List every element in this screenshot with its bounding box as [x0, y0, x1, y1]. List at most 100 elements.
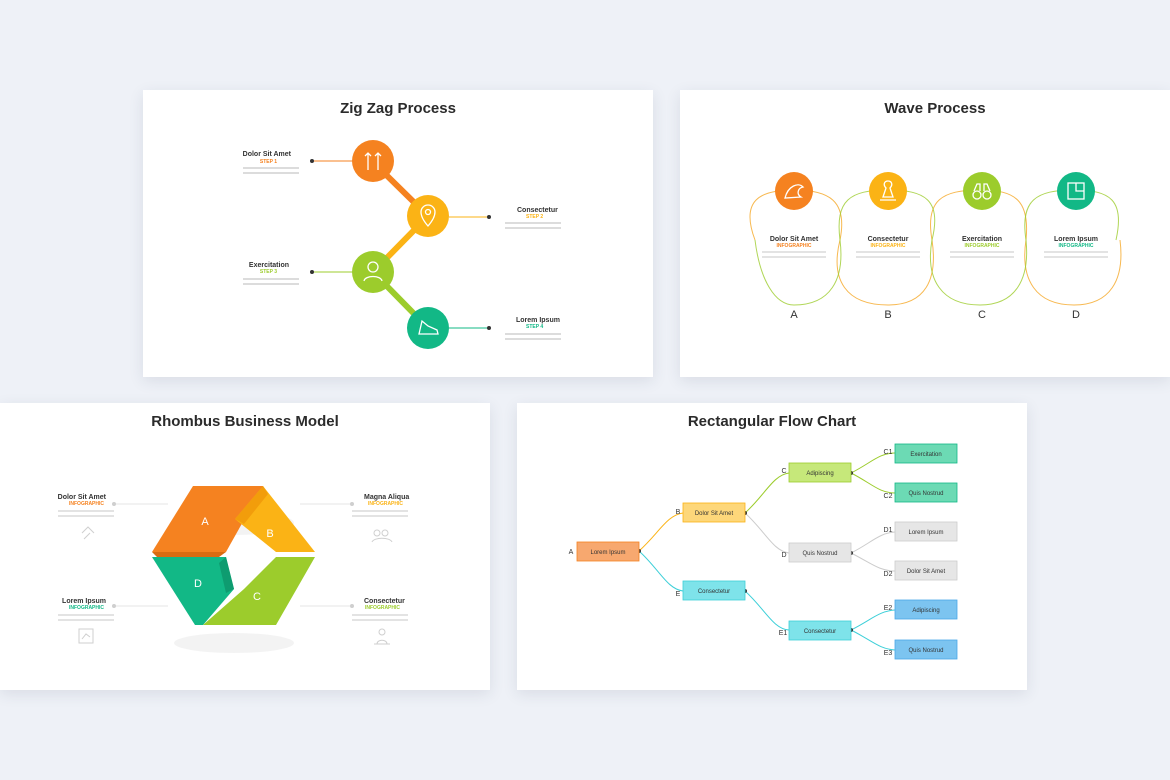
flow-node-a-label: Lorem Ipsum: [590, 550, 625, 556]
rhombus-placeholder-b: [352, 510, 408, 512]
rhombus-segment-a-edge: [152, 552, 226, 557]
rhombus-placeholder-d: [58, 614, 114, 616]
rhombus-letter-c: C: [253, 591, 261, 603]
rhombus-label-d: Lorem Ipsum: [62, 598, 106, 605]
wave-item-d-label: Lorem Ipsum: [1054, 236, 1098, 243]
rhombus-placeholder-c-2: [352, 619, 408, 621]
zigzag-step-1-placeholder: [243, 167, 299, 169]
zigzag-circle-2: [407, 195, 449, 237]
flow-node-b: [682, 502, 746, 523]
flow-node-e3: [894, 639, 958, 660]
zigzag-step-1-sub: STEP 1: [260, 159, 277, 165]
wave-item-d-placeholder-2: [1044, 256, 1108, 258]
flow-node-e: [682, 580, 746, 601]
flow-edge-d-d2: [850, 552, 896, 572]
wave-diagram: Dolor Sit Amet INFOGRAPHIC Consectetur I…: [749, 172, 1122, 321]
flow-node-e2: [894, 599, 958, 620]
flow-node-d1: [894, 521, 958, 542]
flow-title: Rectangular Flow Chart: [687, 413, 857, 430]
wave-item-d-placeholder: [1044, 251, 1108, 253]
flow-node-e2-label: Adipiscing: [912, 608, 939, 614]
flow-node-d: [788, 542, 852, 563]
rhombus-segment-d: [152, 557, 234, 625]
zigzag-step-4-label: Lorem Ipsum: [516, 317, 560, 324]
flow-node-c: [788, 462, 852, 483]
person-icon: [363, 261, 383, 282]
flow-edge-e-e1: [744, 590, 790, 631]
flow-node-d2: [894, 560, 958, 581]
rhombus-letter-d: D: [194, 578, 202, 590]
flow-letter-d1: D1: [884, 527, 893, 534]
binoculars-icon: [972, 183, 992, 200]
rhombus-sub-d: INFOGRAPHIC: [69, 605, 104, 611]
wave-circle-b: [869, 172, 907, 210]
rhombus-letter-b: B: [266, 528, 273, 540]
flow-letter-a: A: [569, 549, 574, 556]
flow-edge-b-c: [744, 472, 790, 514]
zigzag-step-1-label: Dolor Sit Amet: [243, 151, 292, 158]
rhombus-dot-c: [350, 604, 354, 608]
rhombus-sub-a: INFOGRAPHIC: [69, 501, 104, 507]
flow-node-c-label: Adipiscing: [806, 471, 833, 477]
puzzle-icon: [1067, 182, 1085, 200]
rhombus-placeholder-c: [352, 614, 408, 616]
zigzag-step-2-label: Consectetur: [517, 207, 558, 214]
rhombus-segment-c: [203, 557, 315, 625]
flow-edge-e1-e2: [850, 609, 896, 631]
flow-card: Rectangular Flow Chart: [517, 403, 1027, 690]
wave-card: Wave Process Dolor Sit Amet INFOGRAPHIC …: [680, 90, 1170, 377]
zigzag-dot-1: [310, 159, 314, 163]
flow-letter-d: D: [781, 552, 786, 559]
rhombus-segment-b-edge: [235, 486, 268, 524]
zigzag-circle-1: [352, 140, 394, 182]
flow-edge-a-b: [638, 512, 684, 552]
rhombus-dot-d: [112, 604, 116, 608]
flow-node-d2-label: Dolor Sit Amet: [907, 569, 946, 575]
flow-letter-c1: C1: [884, 449, 893, 456]
rhombus-placeholder-d-2: [58, 619, 114, 621]
arrows-up-icon: [364, 152, 382, 170]
wave-item-b-placeholder-2: [856, 256, 920, 258]
wave-item-a-placeholder: [762, 251, 826, 253]
rhombus-sub-c: INFOGRAPHIC: [365, 605, 400, 611]
flow-node-c2-label: Quis Nostrud: [908, 491, 943, 497]
flow-edge-c-c1: [850, 452, 896, 474]
wave-circle-a: [775, 172, 813, 210]
flow-node-b-label: Dolor Sit Amet: [695, 511, 734, 517]
wave-letter-c: C: [978, 309, 986, 321]
flow-node-d1-label: Lorem Ipsum: [908, 530, 943, 536]
wave-letter-d: D: [1072, 309, 1080, 321]
flow-diagram: Lorem Ipsum Dolor Sit Amet Consectetur A…: [569, 443, 958, 660]
wave-ocean-icon: [784, 184, 805, 199]
rhombus-dot-a: [112, 502, 116, 506]
location-pin-icon: [420, 204, 436, 227]
rhombus-sub-b: INFOGRAPHIC: [368, 501, 403, 507]
wave-circle-c: [963, 172, 1001, 210]
wave-item-b-sub: INFOGRAPHIC: [871, 243, 906, 249]
rhombus-label-b: Magna Aliqua: [364, 494, 409, 501]
rhombus-segment-d-edge: [219, 557, 234, 593]
zigzag-step-1-placeholder-2: [243, 172, 299, 174]
rhombus-label-c: Consectetur: [364, 598, 405, 605]
zigzag-step-3-sub: STEP 3: [260, 269, 277, 275]
zigzag-step-4-placeholder-2: [505, 338, 561, 340]
rhombus-placeholder-a-2: [58, 515, 114, 517]
flow-edge-e1-e3: [850, 629, 896, 651]
zigzag-diagram: Dolor Sit Amet STEP 1 Consectetur STEP 2…: [243, 140, 561, 349]
flow-letter-e1: E1: [779, 630, 788, 637]
flow-edge-d-d1: [850, 531, 896, 554]
zigzag-step-4-sub: STEP 4: [526, 324, 543, 330]
flow-node-e-label: Consectetur: [698, 589, 730, 595]
rhombus-segment-a: [152, 486, 263, 552]
flow-edge-c-c2: [850, 472, 896, 494]
wave-letter-a: A: [790, 309, 798, 321]
presentation-icon: [78, 628, 94, 644]
wave-item-c-sub: INFOGRAPHIC: [965, 243, 1000, 249]
flow-node-e3-label: Quis Nostrud: [908, 648, 943, 654]
zigzag-circle-4: [407, 307, 449, 349]
flow-letter-c2: C2: [884, 493, 893, 500]
flow-node-c1-label: Exercitation: [910, 452, 941, 458]
chess-piece-icon: [880, 180, 896, 201]
rhombus-placeholder-b-2: [352, 515, 408, 517]
rhombus-label-a: Dolor Sit Amet: [58, 494, 107, 501]
